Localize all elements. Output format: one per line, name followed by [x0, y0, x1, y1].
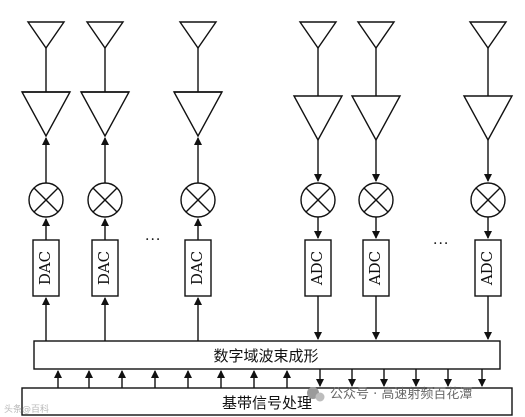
dac-label: DAC — [36, 251, 54, 285]
chains-group: DAC DAC DAC ADC ADC ADC — [20, 21, 514, 341]
amplifier-icon — [462, 95, 514, 142]
adc-label: ADC — [308, 251, 326, 286]
rx-ellipsis: ··· — [433, 236, 449, 252]
bus-arrows-group — [54, 369, 486, 388]
amplifier-icon — [350, 95, 402, 142]
wechat-icon-bubble — [315, 392, 325, 402]
watermark-left: 头条@百科 — [4, 403, 49, 415]
tx-chain: DAC — [20, 21, 72, 341]
mixer-cross — [92, 187, 118, 213]
antenna-icon — [356, 21, 396, 50]
adc-block — [474, 239, 502, 297]
adc-block — [362, 239, 390, 297]
dac-label: DAC — [95, 251, 113, 285]
dac-block — [32, 239, 60, 297]
amplifier-icon — [292, 95, 344, 142]
tx-chain: DAC — [79, 21, 131, 341]
tx-chain: DAC — [172, 21, 224, 341]
mixer-cross — [475, 187, 501, 213]
antenna-icon — [178, 21, 218, 50]
tx-ellipsis: ··· — [145, 232, 161, 248]
adc-block — [304, 239, 332, 297]
adc-label: ADC — [478, 251, 496, 286]
watermark-right-label: 公众号 · 高速射频百花潭 — [330, 386, 472, 402]
beamforming-block — [33, 340, 501, 370]
antenna-icon — [85, 21, 125, 50]
mixer-cross — [185, 187, 211, 213]
watermark-right: 公众号 · 高速射频百花潭 — [307, 386, 472, 402]
antenna-icon — [26, 21, 66, 50]
amplifier-icon — [79, 91, 131, 138]
beamforming-label: 数字域波束成形 — [213, 347, 318, 365]
amplifier-icon — [20, 91, 72, 138]
antenna-icon — [298, 21, 338, 50]
adc-label: ADC — [366, 251, 384, 286]
mixer-cross — [305, 187, 331, 213]
baseband-block — [21, 387, 513, 416]
rx-chain: ADC — [292, 21, 344, 340]
dac-block — [184, 239, 212, 297]
rx-chain: ADC — [350, 21, 402, 340]
antenna-icon — [468, 21, 508, 50]
dac-label: DAC — [188, 251, 206, 285]
amplifier-icon — [172, 91, 224, 138]
baseband-label: 基带信号处理 — [222, 394, 312, 412]
rx-chain: ADC — [462, 21, 514, 340]
mixer-cross — [33, 187, 59, 213]
mixer-cross — [363, 187, 389, 213]
dac-block — [91, 239, 119, 297]
